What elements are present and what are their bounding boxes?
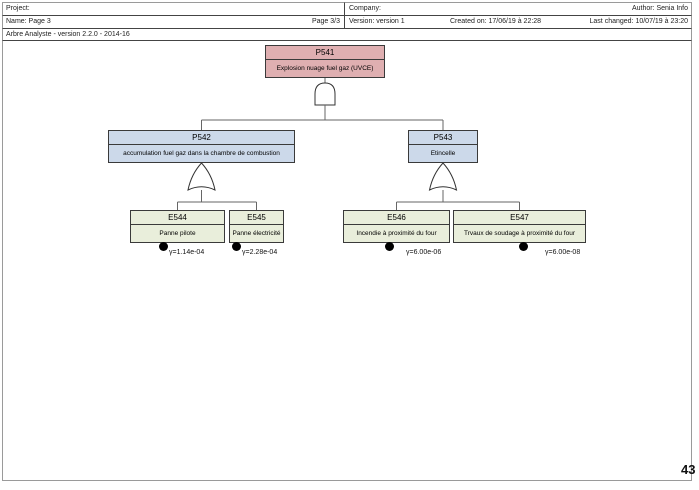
project-label: Project: (6, 5, 30, 12)
event-desc: Etincelle (430, 150, 456, 157)
author-label: Author: Senia Info (631, 5, 688, 12)
event-param: γ=1.14e-04 (169, 249, 205, 256)
event-id: P541 (266, 46, 384, 60)
event-box-E544[interactable]: E544 Panne pilote (130, 210, 225, 243)
basic-event-icon (232, 242, 241, 251)
version-label: Version: version 1 (349, 18, 405, 25)
or-gate-icon (187, 162, 216, 191)
basic-event-icon (159, 242, 168, 251)
basic-event-icon (385, 242, 394, 251)
event-box-P543[interactable]: P543 Etincelle (408, 130, 478, 163)
event-id: P542 (109, 131, 294, 145)
event-box-P541[interactable]: P541 Explosion nuage fuel gaz (UVCE) (265, 45, 385, 78)
event-param: γ=6.00e-06 (406, 249, 442, 256)
created-label: Created on: 17/06/19 à 22:28 (450, 18, 542, 25)
and-gate-icon (314, 82, 336, 106)
event-box-E546[interactable]: E546 Incendie à proximité du four (343, 210, 450, 243)
page-count-label: Page 3/3 (311, 18, 340, 25)
event-param: γ=6.00e-08 (545, 249, 581, 256)
app-version-label: Arbre Analyste - version 2.2.0 - 2014-16 (6, 31, 130, 38)
event-desc: Incendie à proximité du four (356, 230, 437, 237)
page-number: 43 (681, 462, 696, 477)
basic-event-icon (519, 242, 528, 251)
event-param: γ=2.28e-04 (242, 249, 278, 256)
event-id: E544 (131, 211, 224, 225)
company-label: Company: (349, 5, 381, 12)
event-id: E547 (454, 211, 585, 225)
or-gate-icon (428, 162, 458, 191)
event-desc: Panne électricité (232, 230, 281, 237)
event-box-P542[interactable]: P542 accumulation fuel gaz dans la chamb… (108, 130, 295, 163)
event-desc: accumulation fuel gaz dans la chambre de… (123, 150, 280, 157)
event-id: E545 (230, 211, 283, 225)
event-id: P543 (409, 131, 477, 145)
event-desc: Panne pilote (159, 230, 196, 237)
event-box-E545[interactable]: E545 Panne électricité (229, 210, 284, 243)
event-desc: Trvaux de soudage à proximité du four (463, 230, 576, 237)
last-changed-label: Last changed: 10/07/19 à 23:20 (589, 18, 688, 25)
event-desc: Explosion nuage fuel gaz (UVCE) (276, 65, 374, 72)
page-name-label: Name: Page 3 (6, 18, 51, 25)
event-box-E547[interactable]: E547 Trvaux de soudage à proximité du fo… (453, 210, 586, 243)
event-id: E546 (344, 211, 449, 225)
